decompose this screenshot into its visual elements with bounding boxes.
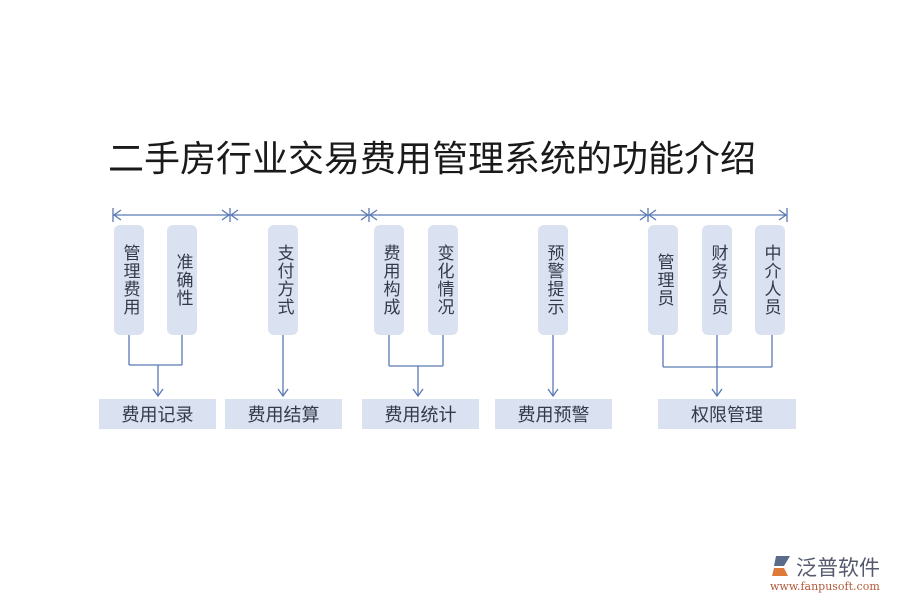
item-box-finance-staff: 财务人员 bbox=[702, 225, 732, 335]
fanpu-logo-icon bbox=[772, 556, 790, 576]
item-box-warning-tips: 预警提示 bbox=[538, 225, 568, 335]
feature-box-expense-record: 费用记录 bbox=[99, 399, 216, 429]
feature-box-permission-management: 权限管理 bbox=[658, 399, 796, 429]
item-box-administrator: 管理员 bbox=[648, 225, 678, 335]
item-box-change-status: 变化情况 bbox=[428, 225, 458, 335]
feature-box-expense-statistics: 费用统计 bbox=[362, 399, 479, 429]
logo-url: www.fanpusoft.com bbox=[770, 580, 880, 593]
item-box-accuracy: 准确性 bbox=[167, 225, 197, 335]
item-box-cost-composition: 费用构成 bbox=[374, 225, 404, 335]
feature-box-expense-settlement: 费用结算 bbox=[225, 399, 342, 429]
diagram-title: 二手房行业交易费用管理系统的功能介绍 bbox=[108, 139, 757, 180]
logo-name: 泛普软件 bbox=[796, 556, 880, 580]
fanpu-logo: 泛普软件 www.fanpusoft.com bbox=[770, 552, 895, 597]
item-box-payment-method: 支付方式 bbox=[268, 225, 298, 335]
item-box-agent-staff: 中介人员 bbox=[755, 225, 785, 335]
item-box-management-fees: 管理费用 bbox=[114, 225, 144, 335]
feature-box-expense-warning: 费用预警 bbox=[495, 399, 612, 429]
